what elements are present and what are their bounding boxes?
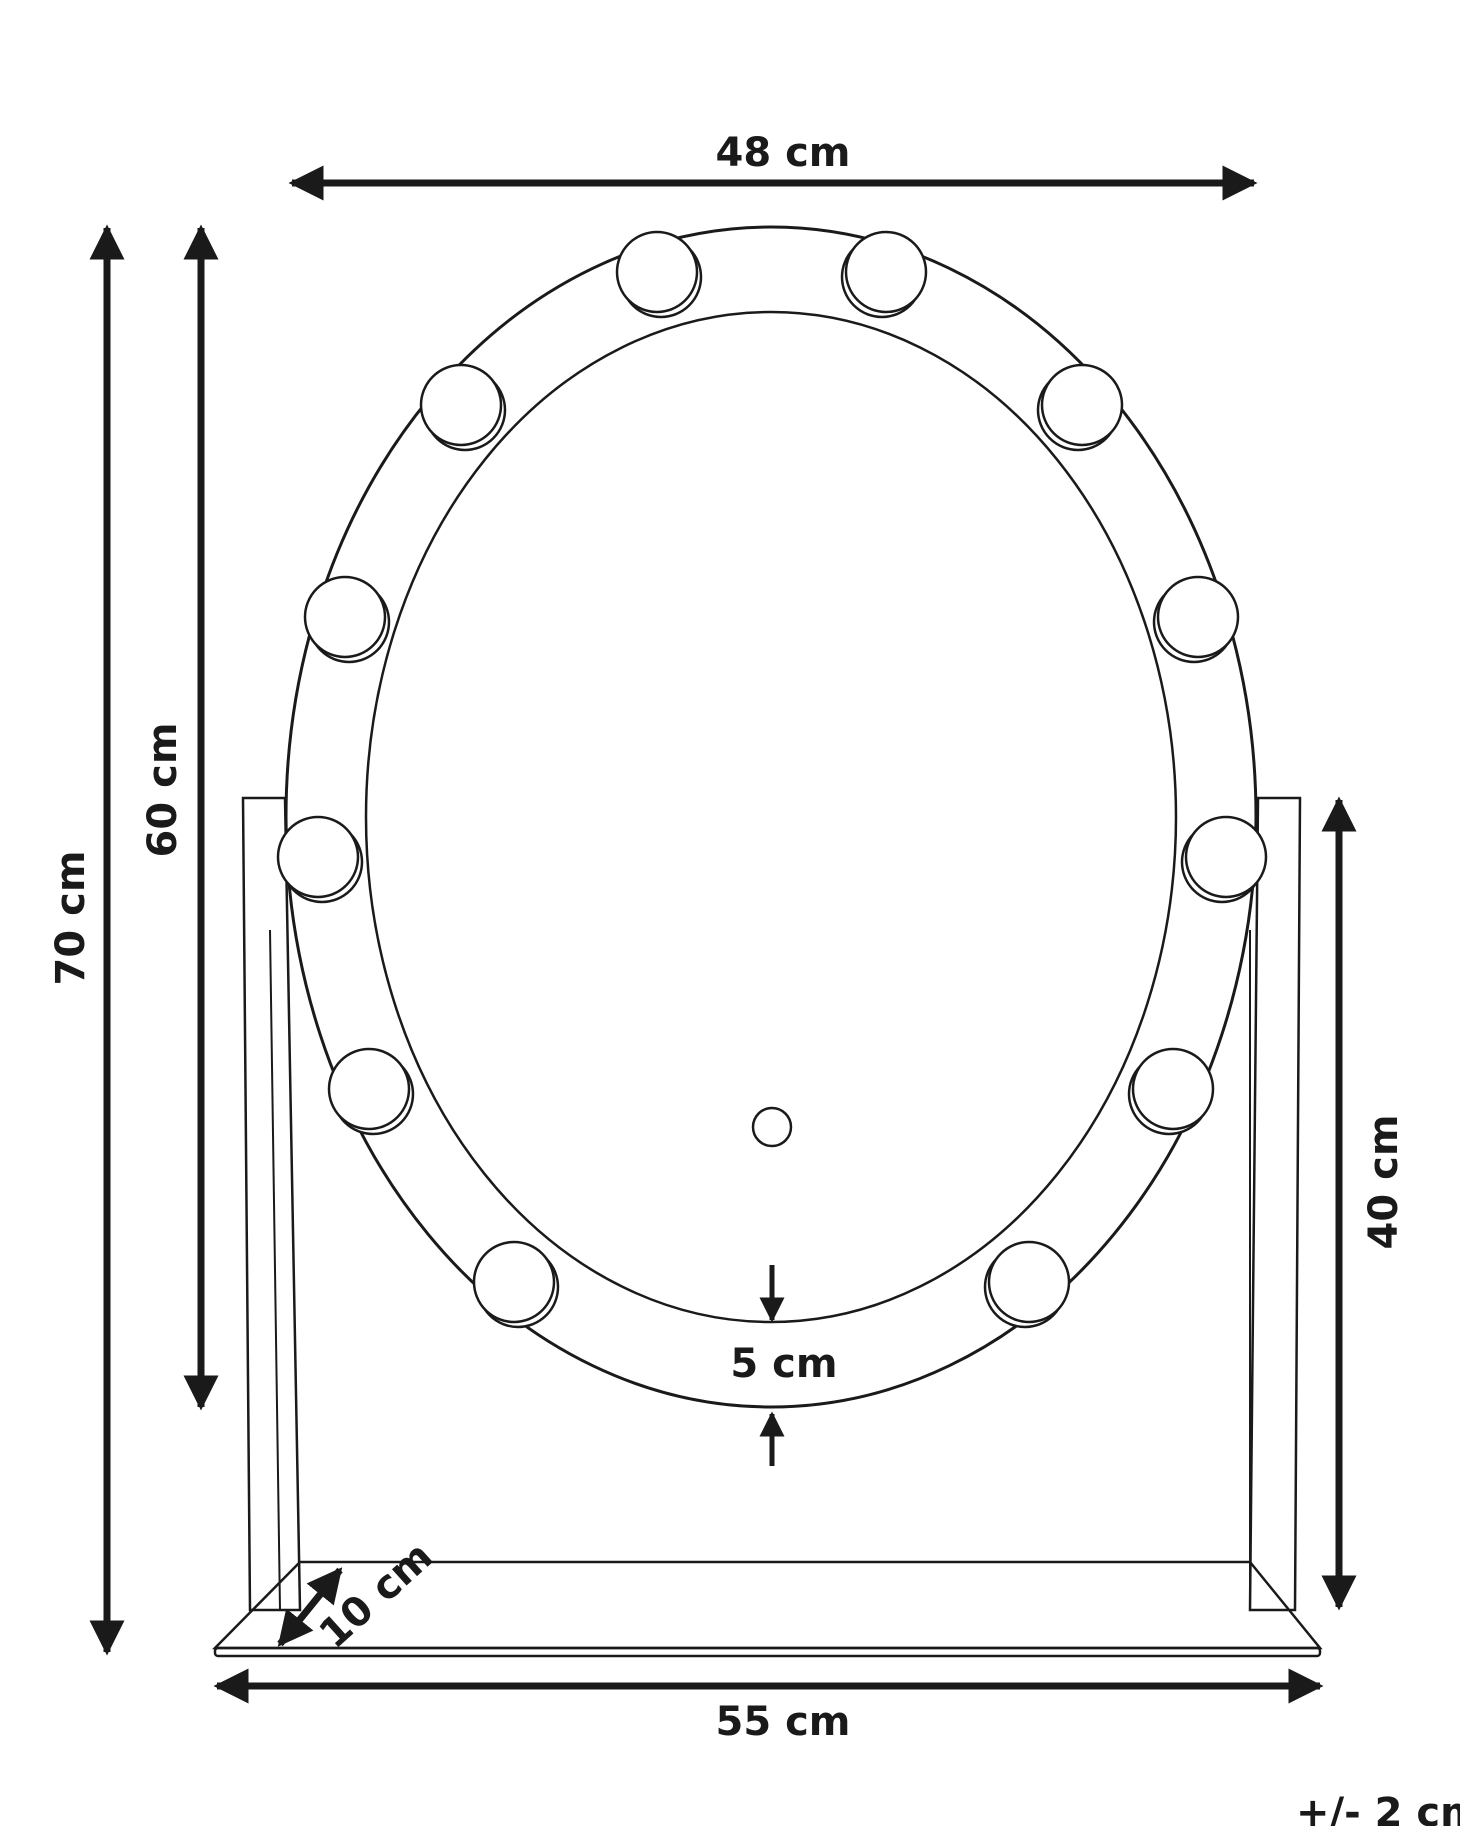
base-depth-arrow bbox=[277, 1567, 343, 1647]
dimension-lines bbox=[89, 165, 1357, 1704]
bulb bbox=[615, 230, 703, 319]
frame-width-label: 5 cm bbox=[730, 1341, 837, 1387]
tolerance-label: +/- 2 cm bbox=[1296, 1790, 1460, 1826]
base-width-label: 55 cm bbox=[716, 1699, 851, 1745]
bulbs bbox=[276, 230, 1268, 1329]
bulb bbox=[419, 363, 507, 452]
bulb bbox=[303, 575, 391, 664]
bulb-globe bbox=[1131, 1047, 1215, 1131]
base bbox=[212, 1560, 1323, 1658]
bulb bbox=[1180, 815, 1268, 904]
bulb bbox=[1152, 575, 1240, 664]
bulb-globe bbox=[615, 230, 699, 314]
bulb-globe bbox=[1040, 363, 1124, 447]
stand-height-label: 40 cm bbox=[1361, 1115, 1407, 1250]
stand bbox=[241, 796, 1302, 1612]
right-post bbox=[1248, 796, 1302, 1612]
mirror-frame bbox=[284, 225, 1258, 1409]
bulb bbox=[840, 230, 928, 319]
bulb-globe bbox=[1156, 575, 1240, 659]
bulb-globe bbox=[327, 1047, 411, 1131]
mirror-width-label: 48 cm bbox=[716, 130, 851, 176]
bulb-globe bbox=[844, 230, 928, 314]
bulb-globe bbox=[276, 815, 360, 899]
bulb-globe bbox=[1184, 815, 1268, 899]
base-front bbox=[213, 1646, 1322, 1658]
mirror-height-label: 60 cm bbox=[140, 723, 186, 858]
touch-button bbox=[751, 1106, 793, 1148]
bulb bbox=[983, 1240, 1071, 1329]
mirror-glass bbox=[364, 310, 1178, 1324]
base-depth-label: 10 cm bbox=[311, 1533, 442, 1658]
bulb bbox=[1036, 363, 1124, 452]
left-post bbox=[241, 796, 302, 1612]
bulb bbox=[1127, 1047, 1215, 1136]
bulb bbox=[472, 1240, 560, 1329]
bulb bbox=[276, 815, 364, 904]
bulb-globe bbox=[987, 1240, 1071, 1324]
bulb-globe bbox=[419, 363, 503, 447]
bulb-globe bbox=[472, 1240, 556, 1324]
total-height-label: 70 cm bbox=[48, 851, 94, 986]
dimension-labels: 48 cm 70 cm 60 cm 40 cm 5 cm 10 cm 55 cm… bbox=[48, 130, 1460, 1826]
bulb bbox=[327, 1047, 415, 1136]
bulb-globe bbox=[303, 575, 387, 659]
